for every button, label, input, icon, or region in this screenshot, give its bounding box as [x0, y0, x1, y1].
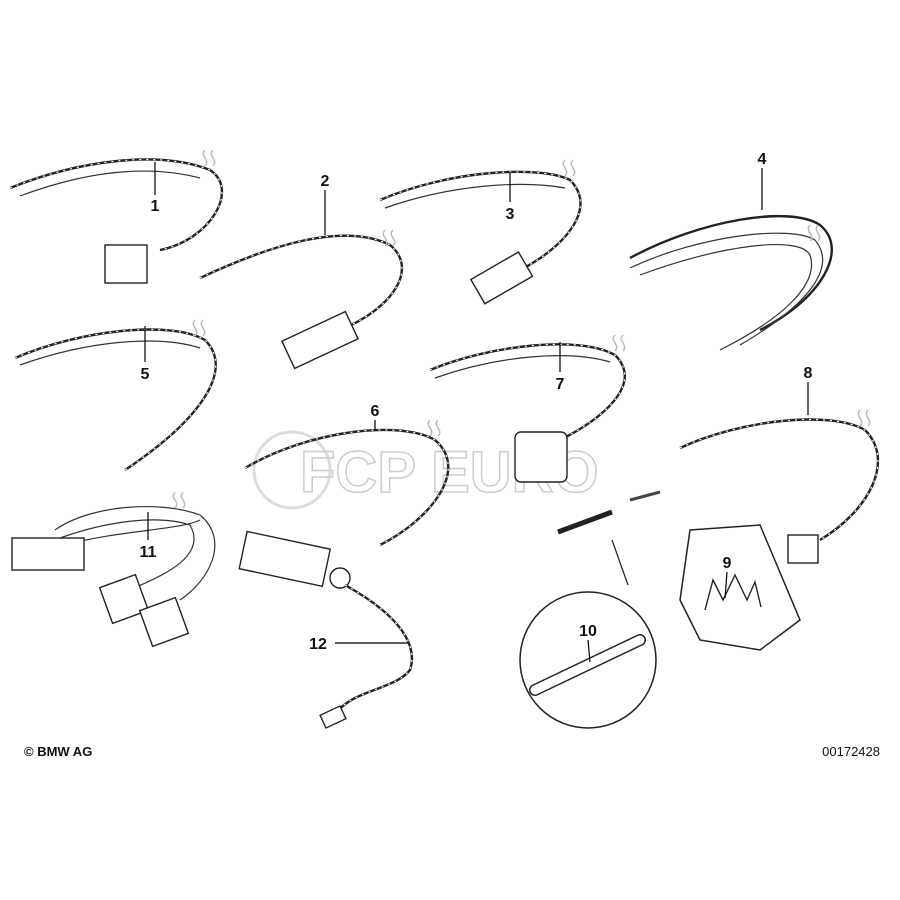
copyright-label: © BMW AG	[24, 744, 93, 759]
part-7-cable	[429, 334, 626, 483]
part-12-cable	[238, 530, 413, 729]
diagram-number: 00172428	[822, 744, 880, 759]
part-2-connector	[281, 310, 359, 370]
part-8-connector	[787, 534, 819, 564]
callout-6: 6	[371, 403, 380, 420]
part-11-ribbon-connector	[11, 537, 85, 571]
callout-10: 10	[579, 623, 597, 640]
callout-12: 12	[309, 636, 327, 653]
part-11-connector-a	[98, 573, 150, 625]
callout-9: 9	[723, 555, 732, 572]
part-9-detail-callout	[679, 524, 801, 651]
part-7-connector	[514, 431, 568, 483]
callout-11: 11	[140, 544, 157, 561]
part-5-cable	[14, 319, 217, 471]
part-4-cable	[629, 215, 833, 351]
part-11-cable	[11, 491, 216, 648]
callout-7: 7	[556, 376, 565, 393]
part-3-cable	[379, 159, 582, 305]
part-8-cable	[679, 409, 880, 564]
callout-1: 1	[151, 198, 160, 215]
callout-3: 3	[506, 206, 515, 223]
callout-2: 2	[321, 173, 330, 190]
part-11-connector-b	[138, 596, 190, 648]
part-6-cable	[244, 419, 450, 547]
callout-4: 4	[758, 151, 767, 168]
part-2-cable	[199, 229, 404, 370]
leader-lines	[144, 162, 809, 663]
part-9-10-detail	[519, 490, 801, 729]
part-12-connector	[238, 530, 332, 588]
callout-8: 8	[804, 365, 813, 382]
part-1-connector	[104, 244, 148, 284]
callout-5: 5	[141, 366, 150, 383]
part-1-cable	[9, 149, 224, 284]
part-3-connector	[469, 251, 534, 305]
